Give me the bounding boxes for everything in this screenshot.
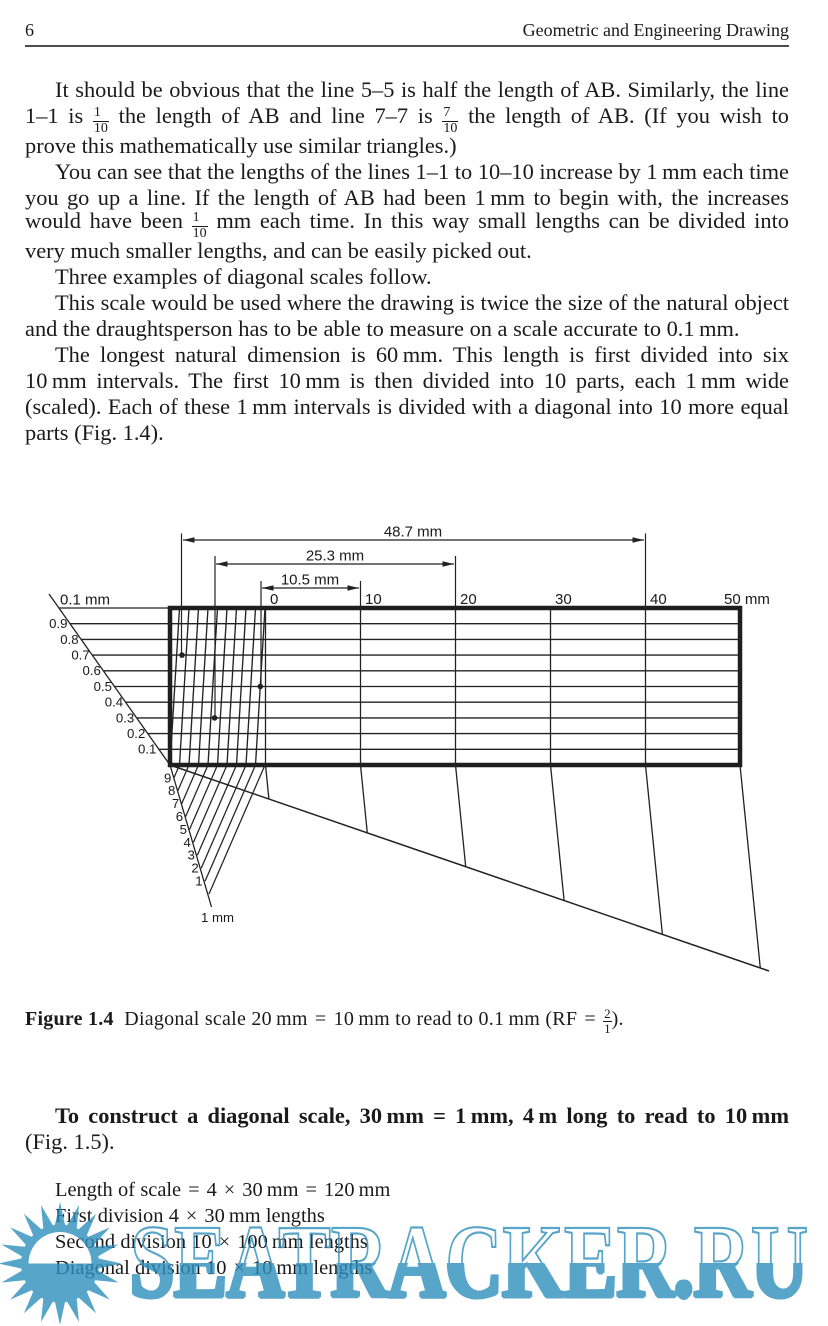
svg-text:6: 6 [176,809,183,824]
svg-text:SEATRACKER.RU: SEATRACKER.RU [132,1204,810,1319]
svg-text:SEATRACKER.RU: SEATRACKER.RU [130,1204,808,1319]
svg-text:20: 20 [460,591,477,608]
svg-text:5: 5 [180,822,187,837]
svg-text:9: 9 [164,770,171,785]
svg-text:3: 3 [187,848,194,863]
svg-text:25.3 mm: 25.3 mm [306,548,364,565]
svg-text:1 mm: 1 mm [201,910,234,925]
svg-text:0.9: 0.9 [49,616,67,631]
svg-text:0.8: 0.8 [60,632,78,647]
svg-text:4: 4 [184,835,191,850]
svg-text:0.2: 0.2 [127,726,145,741]
svg-text:50 mm: 50 mm [724,591,770,608]
svg-text:SEATRACKER.RU: SEATRACKER.RU [129,1204,807,1319]
svg-text:1: 1 [195,874,202,889]
svg-text:8: 8 [168,783,175,798]
svg-text:0.1 mm: 0.1 mm [60,592,110,609]
svg-text:0.3: 0.3 [116,710,134,725]
svg-text:2: 2 [191,861,198,876]
svg-text:0.4: 0.4 [105,695,123,710]
svg-text:48.7 mm: 48.7 mm [384,524,442,541]
svg-text:0.6: 0.6 [82,663,100,678]
svg-text:10: 10 [365,591,382,608]
svg-text:0: 0 [270,591,278,608]
svg-text:30: 30 [555,591,572,608]
svg-text:0.7: 0.7 [71,648,89,663]
svg-text:7: 7 [172,796,179,811]
svg-text:0.1: 0.1 [138,742,156,757]
svg-text:10.5 mm: 10.5 mm [281,572,339,589]
svg-text:SEATRACKER.RU: SEATRACKER.RU [130,1206,808,1321]
svg-text:0.5: 0.5 [94,679,112,694]
svg-text:40: 40 [650,591,667,608]
